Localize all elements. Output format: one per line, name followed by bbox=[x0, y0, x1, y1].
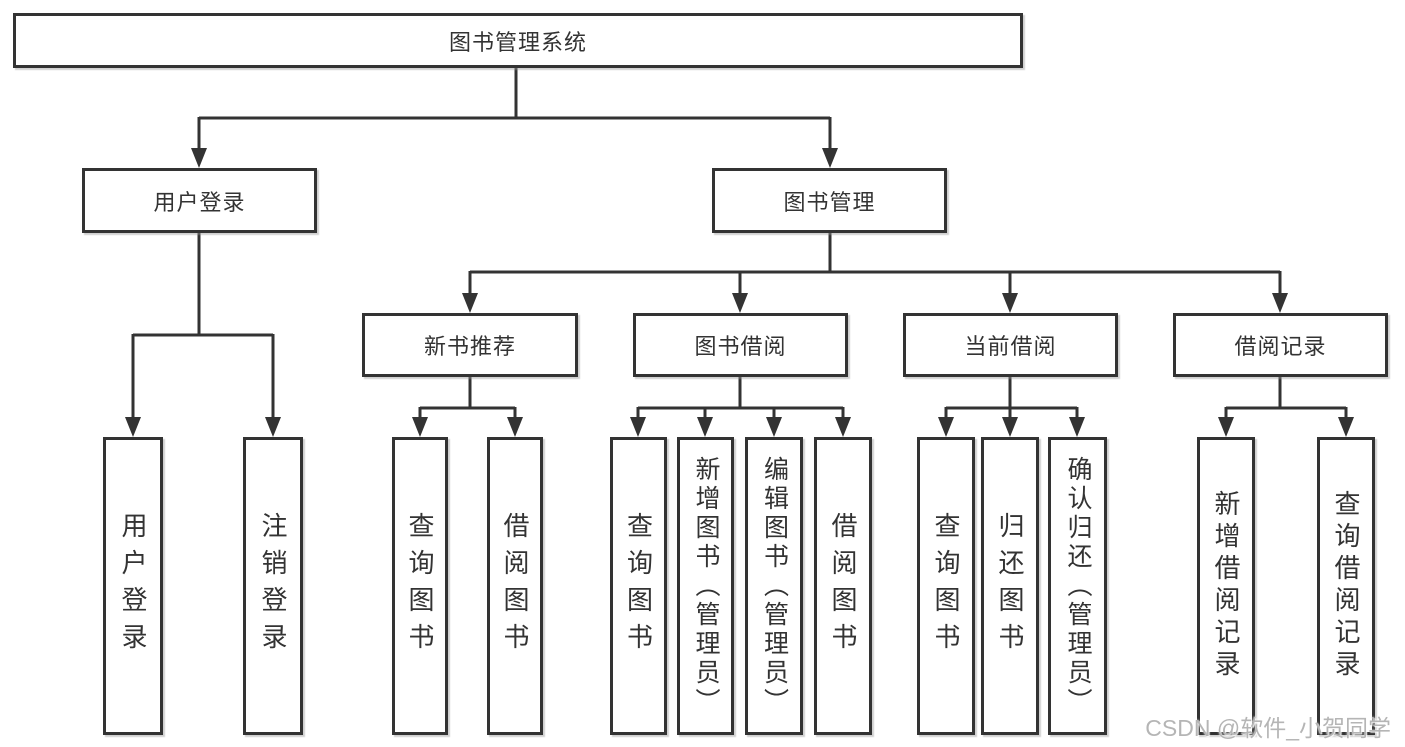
leaf-return-books: 归还图书 bbox=[981, 437, 1039, 735]
node-user-login-label: 用户登录 bbox=[153, 189, 246, 215]
leaf-recommend-query-books-label: 查询图书 bbox=[405, 512, 435, 660]
leaf-borrowing-query-books-label: 查询图书 bbox=[623, 512, 654, 660]
leaf-logout: 注销登录 bbox=[243, 437, 303, 735]
leaf-add-borrow-record-label: 新增借阅记录 bbox=[1211, 490, 1241, 682]
leaf-user-login-label: 用户登录 bbox=[118, 512, 148, 660]
leaf-add-books-admin: 新增图书（管理员） bbox=[677, 437, 734, 735]
leaf-logout-label: 注销登录 bbox=[258, 512, 288, 660]
leaf-user-login: 用户登录 bbox=[103, 437, 163, 735]
arrowheads bbox=[125, 148, 1354, 437]
leaf-recommend-query-books: 查询图书 bbox=[392, 437, 448, 735]
leaf-current-query-books-label: 查询图书 bbox=[931, 512, 961, 660]
node-book-management: 图书管理 bbox=[712, 168, 947, 233]
leaf-confirm-return-admin: 确认归还（管理员） bbox=[1048, 437, 1107, 735]
node-book-borrowing-label: 图书借阅 bbox=[694, 334, 787, 359]
csdn-watermark: CSDN @软件_小贺同学 bbox=[1145, 715, 1391, 741]
leaf-query-borrow-record-label: 查询借阅记录 bbox=[1331, 490, 1361, 682]
leaf-recommend-borrow-books-label: 借阅图书 bbox=[500, 512, 530, 660]
node-new-book-recommend-label: 新书推荐 bbox=[423, 334, 516, 359]
node-borrowing-records: 借阅记录 bbox=[1173, 313, 1388, 377]
leaf-return-books-label: 归还图书 bbox=[995, 512, 1025, 660]
leaf-confirm-return-admin-label: 确认归还（管理员） bbox=[1064, 455, 1092, 717]
leaf-borrow-books: 借阅图书 bbox=[814, 437, 872, 735]
leaf-edit-books-admin-label: 编辑图书（管理员） bbox=[760, 455, 789, 717]
node-root: 图书管理系统 bbox=[13, 13, 1023, 68]
node-user-login: 用户登录 bbox=[82, 168, 317, 233]
node-book-borrowing: 图书借阅 bbox=[633, 313, 848, 377]
leaf-recommend-borrow-books: 借阅图书 bbox=[487, 437, 543, 735]
node-borrowing-records-label: 借阅记录 bbox=[1234, 334, 1327, 359]
leaf-query-borrow-record: 查询借阅记录 bbox=[1317, 437, 1375, 735]
node-book-management-label: 图书管理 bbox=[783, 189, 876, 215]
node-current-borrowing: 当前借阅 bbox=[903, 313, 1118, 377]
leaf-current-query-books: 查询图书 bbox=[917, 437, 975, 735]
leaf-borrowing-query-books: 查询图书 bbox=[610, 437, 667, 735]
node-new-book-recommend: 新书推荐 bbox=[362, 313, 578, 377]
leaf-add-borrow-record: 新增借阅记录 bbox=[1197, 437, 1255, 735]
leaf-add-books-admin-label: 新增图书（管理员） bbox=[692, 455, 720, 717]
node-root-label: 图书管理系统 bbox=[448, 29, 587, 55]
node-current-borrowing-label: 当前借阅 bbox=[964, 334, 1057, 359]
leaf-borrow-books-label: 借阅图书 bbox=[828, 512, 858, 660]
leaf-edit-books-admin: 编辑图书（管理员） bbox=[745, 437, 803, 735]
